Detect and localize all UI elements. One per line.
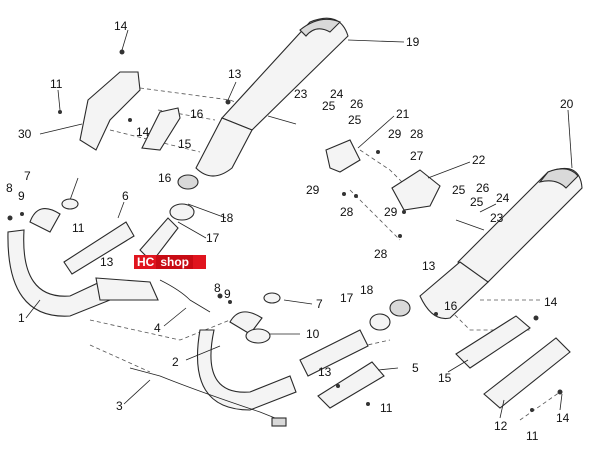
heat-shield-12 [483, 337, 571, 409]
callout-15: 15 [178, 137, 192, 151]
callout-13: 13 [228, 67, 242, 81]
callout-26: 26 [476, 181, 490, 195]
callout-5: 5 [412, 361, 419, 375]
callout-29: 29 [388, 127, 402, 141]
gasket-7-upper [61, 198, 79, 210]
gasket-7-lower [263, 292, 281, 304]
clamp-18-lower [389, 299, 411, 317]
callout-8: 8 [214, 281, 221, 295]
callout-15: 15 [438, 371, 452, 385]
muffler-20-inlet [419, 261, 489, 320]
callout-9: 9 [18, 189, 25, 203]
bolt-23-upper [267, 115, 297, 125]
callout-13: 13 [422, 259, 436, 273]
header-pipe-2-upper [229, 311, 263, 335]
callout-18: 18 [360, 283, 374, 297]
heat-shield-15-lower [455, 315, 531, 369]
callout-29: 29 [384, 205, 398, 219]
callout-2: 2 [172, 355, 179, 369]
callout-28: 28 [374, 247, 388, 261]
callout-3: 3 [116, 399, 123, 413]
callout-17: 17 [340, 291, 354, 305]
clamp-17-lower [369, 313, 391, 331]
callout-13: 13 [100, 255, 114, 269]
callout-1: 1 [18, 311, 25, 325]
muffler-20-outlet [538, 168, 579, 189]
muffler-19-inlet [195, 117, 253, 177]
callout-11: 11 [526, 429, 539, 443]
watermark-shop: shop [156, 255, 194, 269]
callout-23: 23 [490, 211, 504, 225]
callout-24: 24 [496, 191, 510, 205]
callout-21: 21 [396, 107, 410, 121]
callout-10: 10 [306, 327, 320, 341]
leader-lines [25, 29, 573, 419]
callout-16: 16 [444, 299, 458, 313]
heat-shield-5 [317, 361, 385, 409]
callout-7: 7 [316, 297, 323, 311]
callout-14: 14 [114, 19, 128, 33]
callout-27: 27 [410, 149, 424, 163]
callout-11: 11 [72, 221, 85, 235]
callout-25: 25 [470, 195, 484, 209]
callout-22: 22 [472, 153, 486, 167]
bracket-10 [245, 328, 271, 344]
callout-11: 11 [380, 401, 393, 415]
callout-14: 14 [136, 125, 150, 139]
callout-20: 20 [560, 97, 574, 111]
bolt-23-lower [455, 219, 485, 231]
header-pipe-1-upper [29, 208, 61, 233]
hc-shop-watermark: HC shop [134, 255, 206, 269]
callout-6: 6 [122, 189, 129, 203]
bracket-21 [325, 139, 361, 173]
callout-25: 25 [348, 113, 362, 127]
callout-16: 16 [190, 107, 204, 121]
sensor-3-cable [129, 367, 281, 421]
sensor-3-connector [271, 417, 287, 427]
callout-8: 8 [6, 181, 13, 195]
center-pipe-right [299, 329, 369, 377]
callout-23: 23 [294, 87, 308, 101]
sensor-4-cable [159, 279, 211, 313]
callout-4: 4 [154, 321, 161, 335]
callout-7: 7 [24, 169, 31, 183]
fasteners [7, 49, 563, 412]
callout-labels: 14 19 11 13 20 23 24 25 26 16 25 21 30 1… [6, 19, 574, 443]
callout-14: 14 [556, 411, 570, 425]
inlet-ring [177, 174, 199, 190]
watermark-hc: HC [134, 255, 157, 269]
callout-17: 17 [206, 231, 220, 245]
header-collector-left [95, 277, 159, 301]
callout-12: 12 [494, 419, 508, 433]
bracket-22 [391, 169, 441, 211]
callout-25: 25 [322, 99, 336, 113]
callout-25: 25 [452, 183, 466, 197]
callout-24: 24 [330, 87, 344, 101]
callout-13: 13 [318, 365, 332, 379]
heat-shield-30 [79, 71, 141, 151]
header-pipe-1 [7, 229, 111, 317]
callout-28: 28 [410, 127, 424, 141]
callout-16: 16 [158, 171, 172, 185]
callout-9: 9 [224, 287, 231, 301]
callout-28: 28 [340, 205, 354, 219]
callout-18: 18 [220, 211, 234, 225]
callout-30: 30 [18, 127, 32, 141]
callout-29: 29 [306, 183, 320, 197]
heat-shield-6 [63, 221, 135, 275]
callout-19: 19 [406, 35, 420, 49]
callout-11: 11 [50, 77, 63, 91]
callout-26: 26 [350, 97, 364, 111]
callout-14: 14 [544, 295, 558, 309]
header-pipe-2 [196, 329, 297, 411]
heat-shield-15-upper [141, 107, 181, 151]
muffler-19-outlet [299, 18, 341, 37]
clamp-18-upper [169, 203, 195, 221]
